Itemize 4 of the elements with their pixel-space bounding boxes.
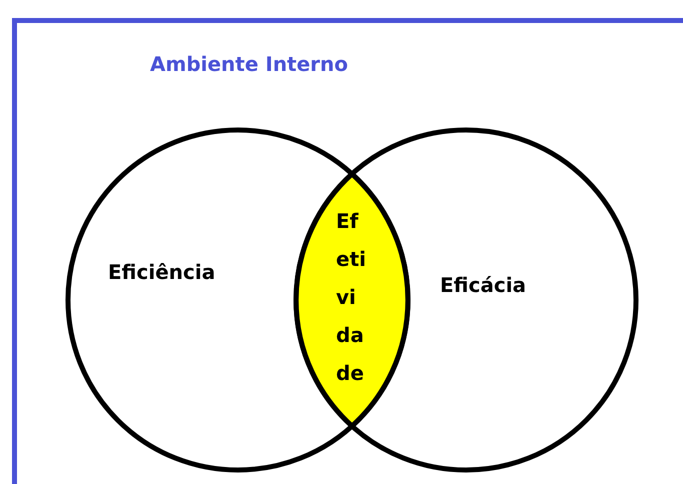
intersection-label: Efetividade	[336, 208, 366, 387]
circle-label: Eficácia	[440, 273, 526, 297]
frame-heading: Ambiente Interno	[150, 52, 348, 76]
circle-label: Eficiência	[108, 260, 216, 284]
